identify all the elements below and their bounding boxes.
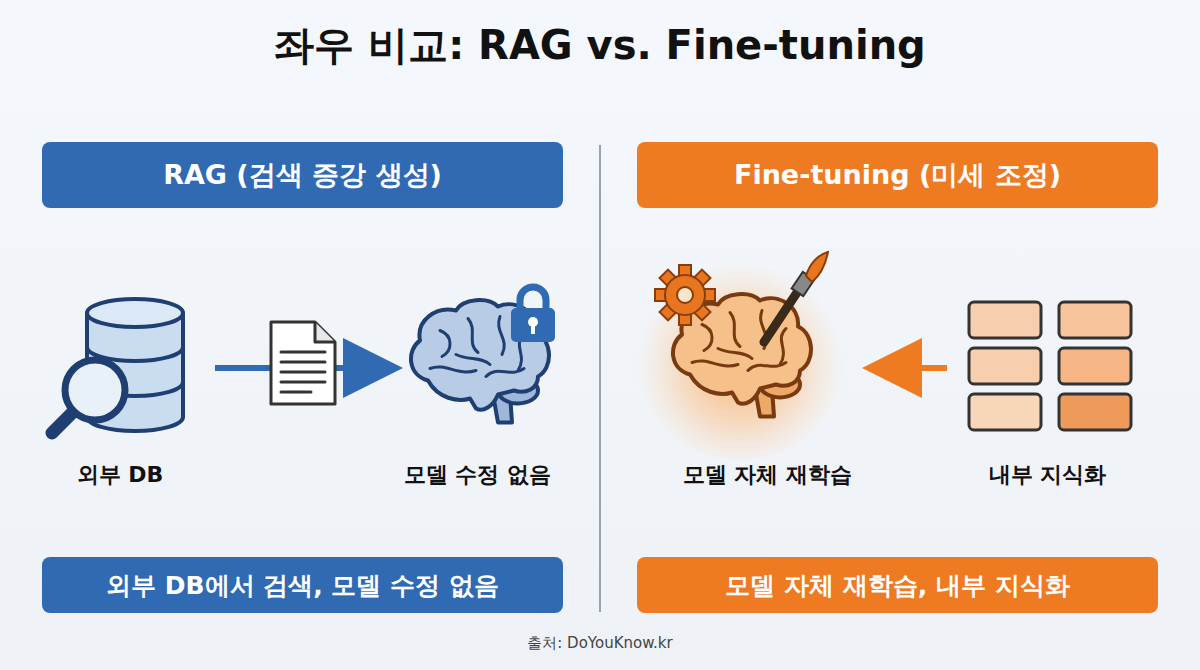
summary-box: 외부 DB에서 검색, 모델 수정 없음 (42, 557, 563, 613)
database-node: 외부 DB (35, 290, 205, 490)
source-caption: 출처: DoYouKnow.kr (0, 634, 1200, 653)
summary-box: 모델 자체 재학습, 내부 지식화 (637, 557, 1158, 613)
flow-arrow (874, 365, 947, 371)
knowledge-node: 내부 지식화 (955, 290, 1140, 490)
box-text: 모델 자체 재학습, 내부 지식화 (715, 569, 1079, 602)
section-header: Fine-tuning (미세 조정) (637, 142, 1158, 208)
icon-label: 내부 지식화 (955, 460, 1140, 490)
icon-label: 모델 수정 없음 (395, 460, 560, 490)
database-icon (40, 295, 210, 445)
box-text: RAG (검색 증강 생성) (153, 157, 452, 193)
section-header: RAG (검색 증강 생성) (42, 142, 563, 208)
lock-icon (505, 280, 561, 346)
icon-label: 외부 DB (35, 460, 205, 490)
document-icon (265, 318, 340, 408)
model-node: 모델 수정 없음 (395, 275, 560, 490)
knowledge-grid (965, 298, 1137, 434)
diagram-title: 좌우 비교: RAG vs. Fine-tuning (0, 18, 1200, 73)
magnifier (52, 360, 125, 433)
gear-icon (652, 262, 718, 328)
divider-line (599, 145, 601, 612)
flow-arrow (215, 365, 391, 371)
brush-icon (752, 250, 832, 350)
box-text: Fine-tuning (미세 조정) (724, 157, 1071, 193)
box-text: 외부 DB에서 검색, 모델 수정 없음 (96, 569, 509, 602)
icon-label: 모델 자체 재학습 (665, 460, 870, 490)
model-node: 모델 자체 재학습 (665, 255, 870, 490)
